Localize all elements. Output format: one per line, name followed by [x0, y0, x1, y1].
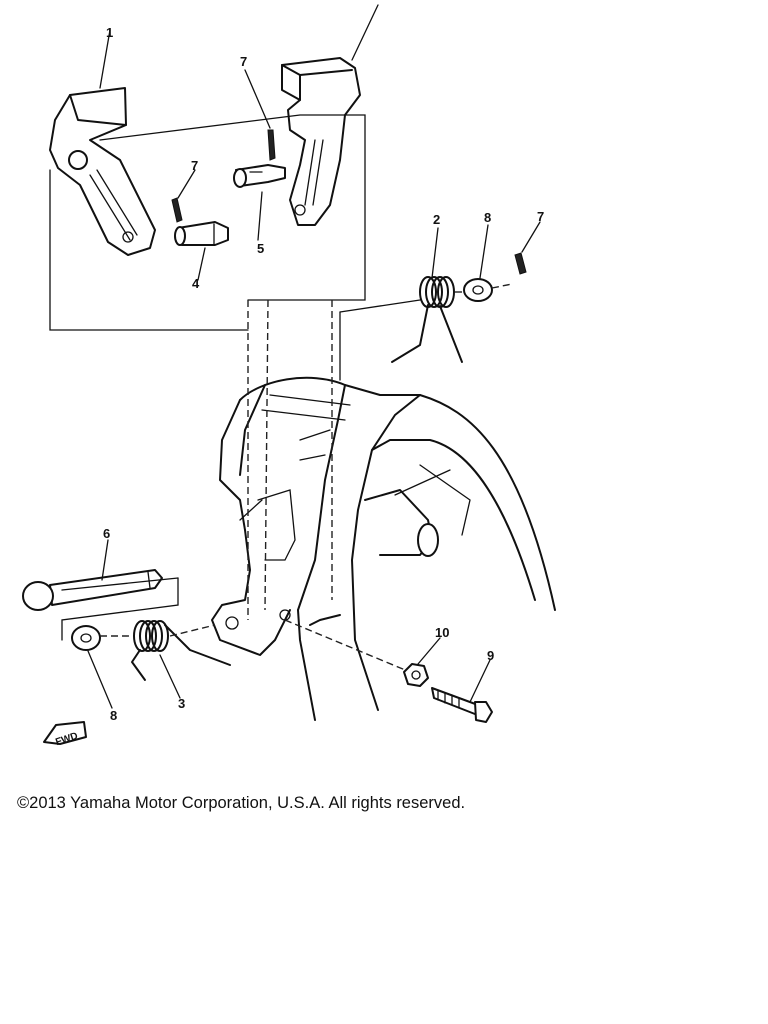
callout-7-upper: 7	[240, 54, 247, 69]
callout-9: 9	[487, 648, 494, 663]
part-8-washer	[463, 278, 493, 302]
callout-8-upper: 8	[484, 210, 491, 225]
callout-6: 6	[103, 526, 110, 541]
exploded-parts-diagram: FWD 1 7 7 5 4 2 8 7 6 10 9 8 3	[22, 4, 556, 748]
part-2-spring	[391, 276, 463, 363]
callout-2: 2	[433, 212, 440, 227]
forward-direction-arrow: FWD	[43, 721, 87, 748]
callout-7-left: 7	[191, 158, 198, 173]
part-3-spring	[131, 620, 231, 681]
part-6-pin	[22, 569, 163, 611]
callout-8-lower: 8	[110, 708, 117, 723]
part-10-nut	[403, 663, 429, 687]
callout-10: 10	[435, 625, 449, 640]
callout-4: 4	[192, 276, 200, 291]
part-1-left-bracket	[49, 87, 156, 256]
callout-1: 1	[106, 25, 113, 40]
part-8-washer-lower	[71, 625, 101, 651]
part-right-bracket	[281, 57, 361, 226]
part-4-pin	[174, 221, 229, 246]
callout-5: 5	[257, 241, 264, 256]
main-housing	[211, 376, 556, 721]
part-9-bolt	[431, 687, 493, 723]
part-5-pin	[233, 164, 286, 188]
callout-7-right: 7	[537, 209, 544, 224]
copyright-notice: ©2013 Yamaha Motor Corporation, U.S.A. A…	[17, 794, 466, 812]
callout-3: 3	[178, 696, 185, 711]
